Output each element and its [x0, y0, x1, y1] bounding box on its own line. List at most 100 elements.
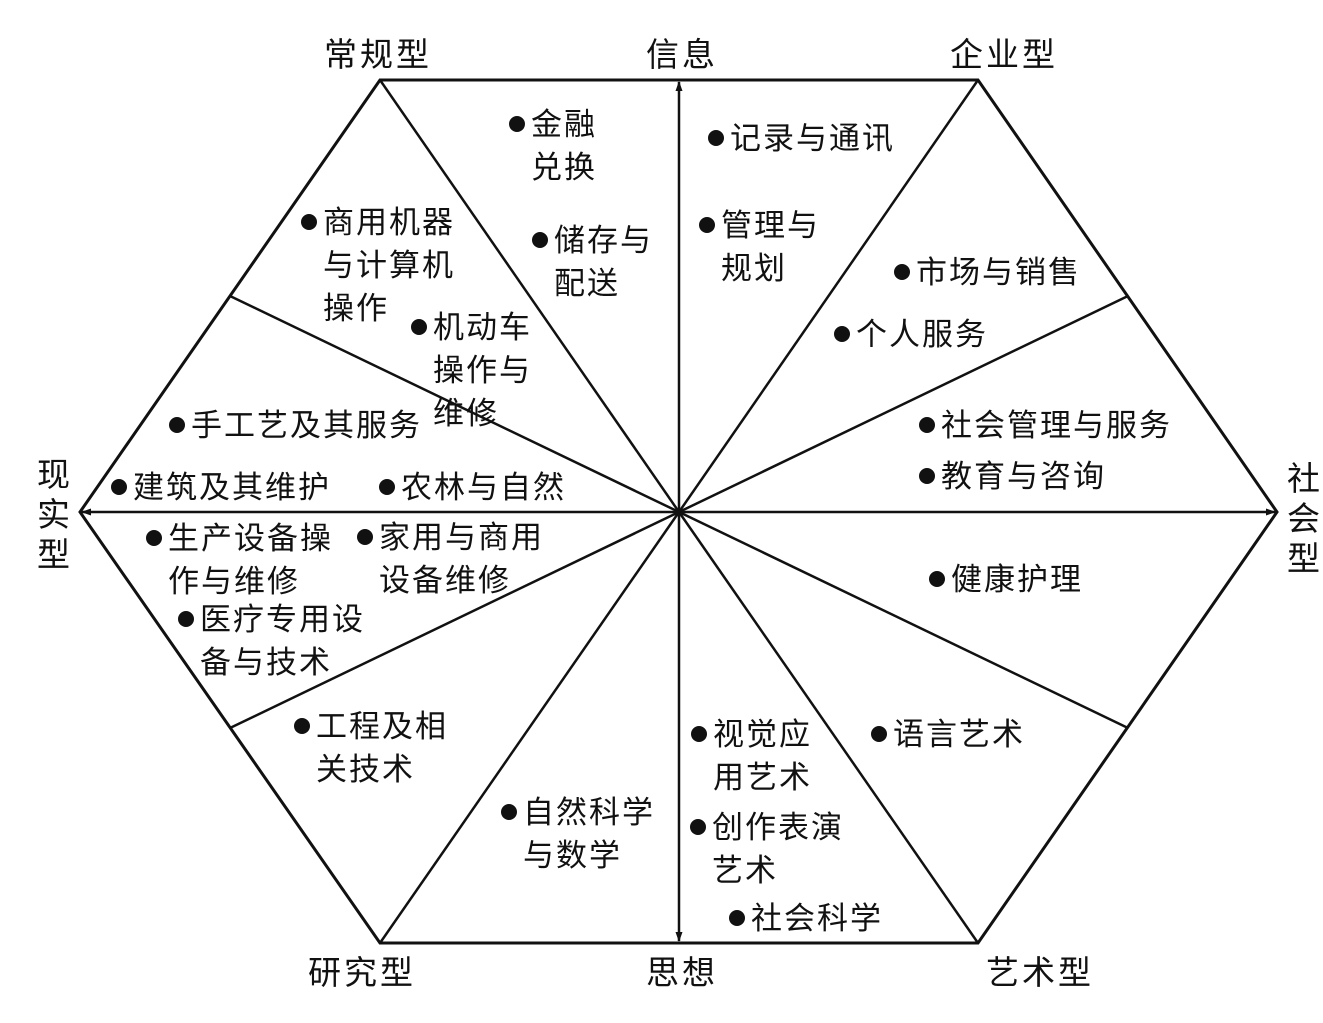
- career-item-label: 记录与通讯: [730, 121, 895, 157]
- career-item: 记录与通讯: [708, 121, 895, 157]
- corner-label-investigative: 研究型: [308, 953, 416, 992]
- career-item-label: 设备维修: [379, 563, 511, 599]
- career-item-label: 农林与自然: [401, 470, 566, 506]
- career-item: 语言艺术: [871, 717, 1023, 753]
- career-item-label: 机动车: [433, 310, 532, 346]
- career-item-label: 创作表演: [712, 810, 844, 846]
- corner-label-realistic-char: 实: [37, 495, 73, 534]
- corner-label-enterprising: 企业型: [950, 35, 1058, 74]
- axis-label-ideas: 思想: [646, 953, 718, 992]
- divider-top-right: [677, 79, 980, 513]
- divider-bottom-right: [677, 511, 980, 944]
- career-item-label: 手工艺及其服务: [191, 408, 422, 444]
- bullet-dot: [919, 468, 935, 484]
- bullet-dot: [894, 264, 910, 280]
- bullet-dot: [708, 130, 724, 146]
- career-item-label: 储存与: [554, 223, 653, 259]
- career-item-label: 规划: [721, 251, 787, 287]
- career-item: 社会管理与服务: [919, 408, 1172, 444]
- career-item-label: 与数学: [523, 838, 622, 874]
- bullet-dot: [178, 611, 194, 627]
- career-item-label: 视觉应: [713, 717, 812, 753]
- career-item-label: 个人服务: [856, 317, 988, 353]
- divider-lower-right: [678, 510, 1129, 730]
- bullet-dot: [834, 326, 850, 342]
- career-item-label: 商用机器: [323, 205, 455, 241]
- career-item-label: 医疗专用设: [200, 602, 365, 638]
- career-item-label: 操作: [323, 291, 389, 327]
- career-item-label: 配送: [554, 266, 620, 302]
- career-item-label: 生产设备操: [168, 521, 333, 557]
- bullet-dot: [169, 417, 185, 433]
- bullet-dot: [411, 319, 427, 335]
- divider-top-left: [378, 79, 681, 513]
- bullet-dot: [357, 529, 373, 545]
- sector-dividers: [229, 79, 1129, 944]
- career-item-label: 家用与商用: [379, 520, 544, 556]
- bullet-dot: [509, 116, 525, 132]
- bullet-dot: [532, 232, 548, 248]
- bullet-dot: [690, 819, 706, 835]
- divider-lower-left: [229, 510, 680, 730]
- corner-label-social-char: 型: [1287, 539, 1323, 578]
- divider-upper-left: [229, 294, 680, 514]
- career-item: 建筑及其维护: [111, 470, 331, 506]
- bullet-dot: [146, 530, 162, 546]
- bullet-dot: [699, 217, 715, 233]
- corner-label-realistic-char: 型: [37, 535, 73, 574]
- career-item: 手工艺及其服务: [169, 408, 422, 444]
- career-item-label: 维修: [433, 396, 499, 432]
- career-item-label: 作与维修: [168, 564, 300, 600]
- career-item: 农林与自然: [379, 470, 566, 506]
- career-item-label: 艺术: [712, 853, 778, 889]
- career-item: 社会科学: [729, 901, 881, 937]
- bullet-dot: [111, 479, 127, 495]
- bullet-dot: [729, 910, 745, 926]
- career-item-label: 健康护理: [951, 562, 1083, 598]
- axis-label-data: 信息: [646, 35, 718, 74]
- career-item-label: 兑换: [531, 150, 597, 186]
- career-item: 市场与销售: [894, 255, 1081, 291]
- corner-label-social-char: 社: [1287, 459, 1323, 498]
- bullet-dot: [871, 726, 887, 742]
- career-item-label: 市场与销售: [916, 255, 1081, 291]
- bullet-dot: [379, 479, 395, 495]
- career-item-label: 社会管理与服务: [941, 408, 1172, 444]
- career-item-label: 自然科学: [523, 795, 655, 831]
- career-item-label: 管理与: [721, 208, 820, 244]
- corner-label-artistic: 艺术型: [986, 953, 1094, 992]
- bullet-dot: [691, 726, 707, 742]
- corner-label-realistic: 现 实 型: [37, 455, 73, 574]
- career-item-label: 用艺术: [713, 760, 812, 796]
- career-item-label: 教育与咨询: [941, 459, 1106, 495]
- career-item: 教育与咨询: [919, 459, 1106, 495]
- career-item: 个人服务: [834, 317, 988, 353]
- career-item: 健康护理: [929, 562, 1083, 598]
- corner-label-realistic-char: 现: [37, 455, 73, 494]
- bullet-dot: [919, 417, 935, 433]
- bullet-dot: [501, 804, 517, 820]
- bullet-dot: [929, 571, 945, 587]
- corner-label-conventional: 常规型: [324, 35, 432, 74]
- bullet-dot: [301, 214, 317, 230]
- divider-bottom-left: [378, 511, 681, 944]
- career-item-label: 关技术: [316, 752, 415, 788]
- corner-label-social: 社 会 型: [1287, 459, 1323, 578]
- career-item-label: 工程及相: [316, 709, 448, 745]
- career-item-label: 备与技术: [200, 645, 332, 681]
- career-item-label: 与计算机: [323, 248, 455, 284]
- divider-upper-right: [678, 294, 1129, 514]
- career-item-label: 建筑及其维护: [133, 470, 331, 506]
